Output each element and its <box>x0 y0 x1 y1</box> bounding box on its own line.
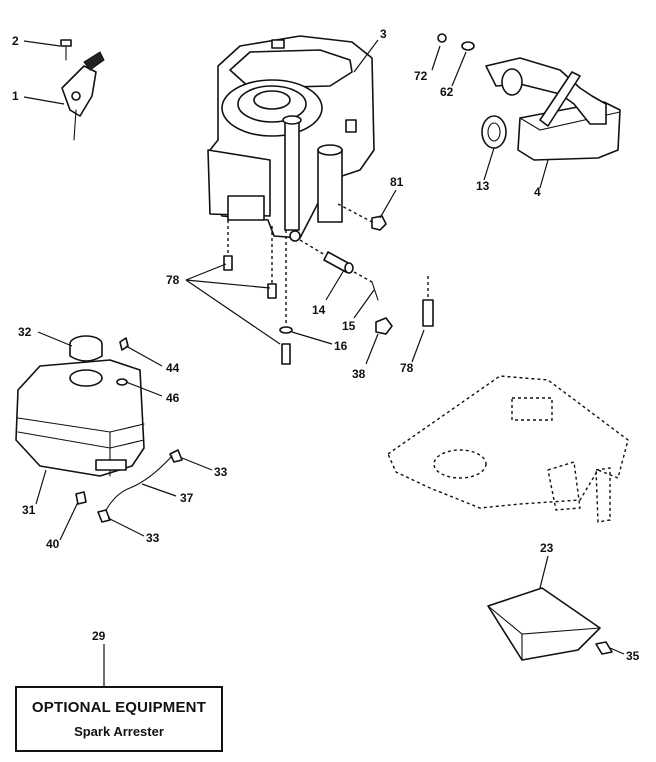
callout-81: 81 <box>390 175 404 189</box>
callout-33-lower: 33 <box>146 531 160 545</box>
bolt-15 <box>353 271 379 301</box>
callout-62: 62 <box>440 85 454 99</box>
callout-13: 13 <box>476 179 490 193</box>
optional-equipment-box: OPTIONAL EQUIPMENT Spark Arrester <box>15 686 223 752</box>
callout-35: 35 <box>626 649 640 663</box>
chassis <box>387 375 629 523</box>
engine-bolts <box>223 220 293 365</box>
engine <box>207 35 375 242</box>
callout-44: 44 <box>166 361 180 375</box>
callout-2: 2 <box>12 34 19 48</box>
optional-equipment-item: Spark Arrester <box>74 724 164 739</box>
callout-31: 31 <box>22 503 36 517</box>
callout-1: 1 <box>12 89 19 103</box>
callout-40: 40 <box>46 537 60 551</box>
gasket-62 <box>461 41 475 51</box>
gasket-13 <box>481 115 507 149</box>
callout-72: 72 <box>414 69 428 83</box>
callout-23: 23 <box>540 541 554 555</box>
callout-4: 4 <box>534 185 541 199</box>
fuel-fittings <box>75 337 183 523</box>
callout-32: 32 <box>18 325 32 339</box>
callout-16: 16 <box>334 339 348 353</box>
callout-29: 29 <box>92 629 106 643</box>
fuel-cap <box>69 335 103 362</box>
fuel-tank <box>15 359 145 477</box>
callout-15: 15 <box>342 319 356 333</box>
callouts: 2 1 3 72 62 13 4 81 78 14 15 16 38 78 32… <box>12 27 640 663</box>
throttle-control <box>60 39 105 141</box>
callout-3: 3 <box>380 27 387 41</box>
callout-14: 14 <box>312 303 326 317</box>
optional-equipment-title: OPTIONAL EQUIPMENT <box>31 699 207 716</box>
callout-78-right: 78 <box>400 361 414 375</box>
spark-arrester <box>487 587 613 661</box>
callout-38: 38 <box>352 367 366 381</box>
spacer-14 <box>299 239 354 274</box>
leader-lines <box>23 39 625 686</box>
callout-33-upper: 33 <box>214 465 228 479</box>
callout-37: 37 <box>180 491 194 505</box>
callout-46: 46 <box>166 391 180 405</box>
nut-81 <box>337 203 387 231</box>
muffler <box>485 57 621 161</box>
screw-72 <box>437 33 447 43</box>
nut-38 <box>375 317 393 335</box>
bolt-78-right <box>422 276 434 327</box>
callout-78-left: 78 <box>166 273 180 287</box>
